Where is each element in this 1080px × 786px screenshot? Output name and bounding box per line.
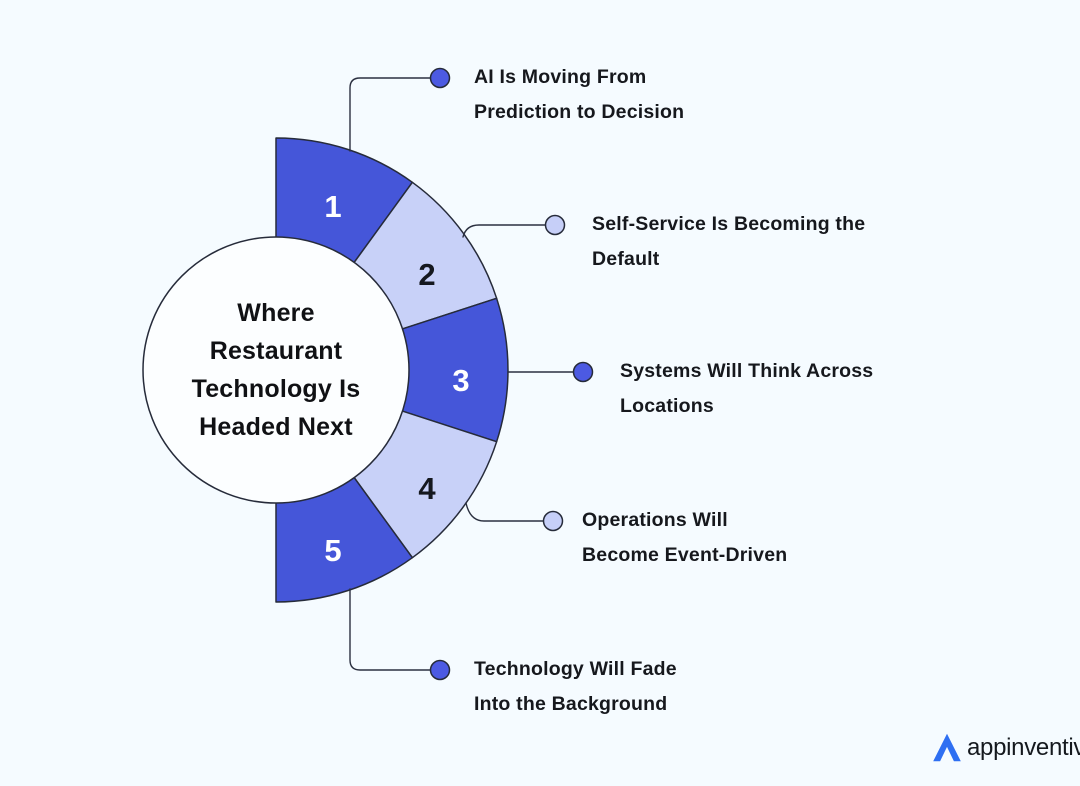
hub-title: Where Restaurant Technology Is Headed Ne… <box>146 294 406 446</box>
segment-number-4: 4 <box>418 471 436 506</box>
segment-label-3-line-2: Locations <box>620 395 714 417</box>
segment-label-2-line-1: Self-Service Is Becoming the <box>592 213 866 235</box>
segment-label-1-line-1: AI Is Moving From <box>474 66 647 88</box>
segment-number-2: 2 <box>418 257 435 292</box>
segment-label-5: Technology Will Fade Into the Background <box>474 652 677 722</box>
segment-label-1-line-2: Prediction to Decision <box>474 101 685 123</box>
segment-label-2: Self-Service Is Becoming the Default <box>592 207 865 277</box>
connector-line-1 <box>349 77 431 152</box>
segment-label-4-line-2: Become Event-Driven <box>582 544 788 566</box>
segment-label-2-line-2: Default <box>592 248 660 270</box>
segment-label-5-line-2: Into the Background <box>474 693 668 715</box>
bullet-dot-1 <box>429 67 451 89</box>
segment-label-1: AI Is Moving From Prediction to Decision <box>474 60 684 130</box>
bullet-dot-2 <box>544 214 566 236</box>
segment-number-1: 1 <box>324 189 341 224</box>
connector-line-2 <box>462 224 546 238</box>
connector-line-4 <box>465 502 544 522</box>
appinventiv-triangle-icon <box>933 733 961 762</box>
segment-label-3: Systems Will Think Across Locations <box>620 354 873 424</box>
hub-circle <box>142 236 410 504</box>
bullet-dot-3 <box>572 361 594 383</box>
appinventiv-logo: appinventiv <box>932 731 1080 764</box>
hub-title-line-4: Headed Next <box>199 413 353 441</box>
hub-title-line-3: Technology Is <box>191 375 361 403</box>
segment-label-5-line-1: Technology Will Fade <box>474 658 677 680</box>
hub-title-line-1: Where <box>237 299 315 327</box>
segment-number-3: 3 <box>452 363 469 398</box>
appinventiv-logo-text: appinventiv <box>967 733 1080 761</box>
segment-label-4-line-1: Operations Will <box>582 509 728 531</box>
bullet-dot-5 <box>429 659 451 681</box>
connector-line-5 <box>349 588 431 671</box>
segment-label-3-line-1: Systems Will Think Across <box>620 360 874 382</box>
segment-number-5: 5 <box>324 533 341 568</box>
bullet-dot-4 <box>542 510 564 532</box>
hub-title-line-2: Restaurant <box>209 337 343 365</box>
segment-label-4: Operations Will Become Event-Driven <box>582 503 787 573</box>
